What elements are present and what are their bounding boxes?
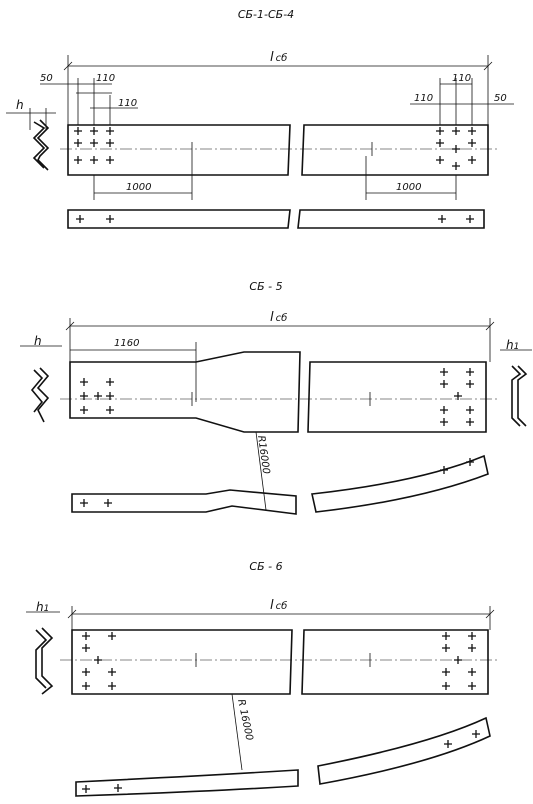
beam-curved-left bbox=[71, 489, 297, 515]
dim-edge-left: 50 bbox=[40, 73, 53, 84]
beam-right-part bbox=[301, 124, 489, 176]
dim-pitch-top-left: 110 bbox=[96, 73, 115, 84]
beam-plan-left bbox=[67, 209, 291, 229]
beam-tapered-right bbox=[307, 361, 487, 433]
dim-radius: R16000 bbox=[255, 435, 271, 475]
dim-radius: R 16000 bbox=[235, 698, 254, 741]
beam-tapered-left bbox=[69, 351, 301, 433]
beam-sb6-curved-left bbox=[75, 769, 299, 797]
dim-pitch-second-left: 110 bbox=[118, 98, 137, 109]
section-title: СБ - 6 bbox=[249, 560, 282, 573]
dim-height-right: h1 bbox=[506, 338, 519, 352]
dim-center-left: 1000 bbox=[126, 182, 151, 193]
beam-curved-right bbox=[311, 454, 489, 513]
beam-sb6-right bbox=[301, 629, 489, 695]
dim-height-left: h bbox=[34, 334, 42, 348]
dim-edge-right: 50 bbox=[494, 93, 507, 104]
beam-left-part bbox=[67, 124, 291, 176]
beam-plan-right bbox=[297, 209, 485, 229]
dim-pitch-second-right: 110 bbox=[414, 93, 433, 104]
bolt-holes-right bbox=[436, 127, 476, 170]
dim-to-taper: 1160 bbox=[114, 338, 139, 349]
dim-height: h bbox=[16, 98, 24, 112]
dim-height-left: h1 bbox=[36, 600, 49, 614]
section-title: СБ-1-СБ-4 bbox=[238, 8, 294, 21]
dim-pitch-top-right: 110 bbox=[452, 73, 471, 84]
beam-sb6-left bbox=[71, 629, 293, 695]
dim-center-right: 1000 bbox=[396, 182, 421, 193]
beam-sb6-curved-right bbox=[317, 716, 491, 785]
z-profile bbox=[36, 119, 50, 171]
section-title: СБ - 5 bbox=[249, 280, 282, 293]
bolt-holes-left bbox=[74, 127, 114, 164]
